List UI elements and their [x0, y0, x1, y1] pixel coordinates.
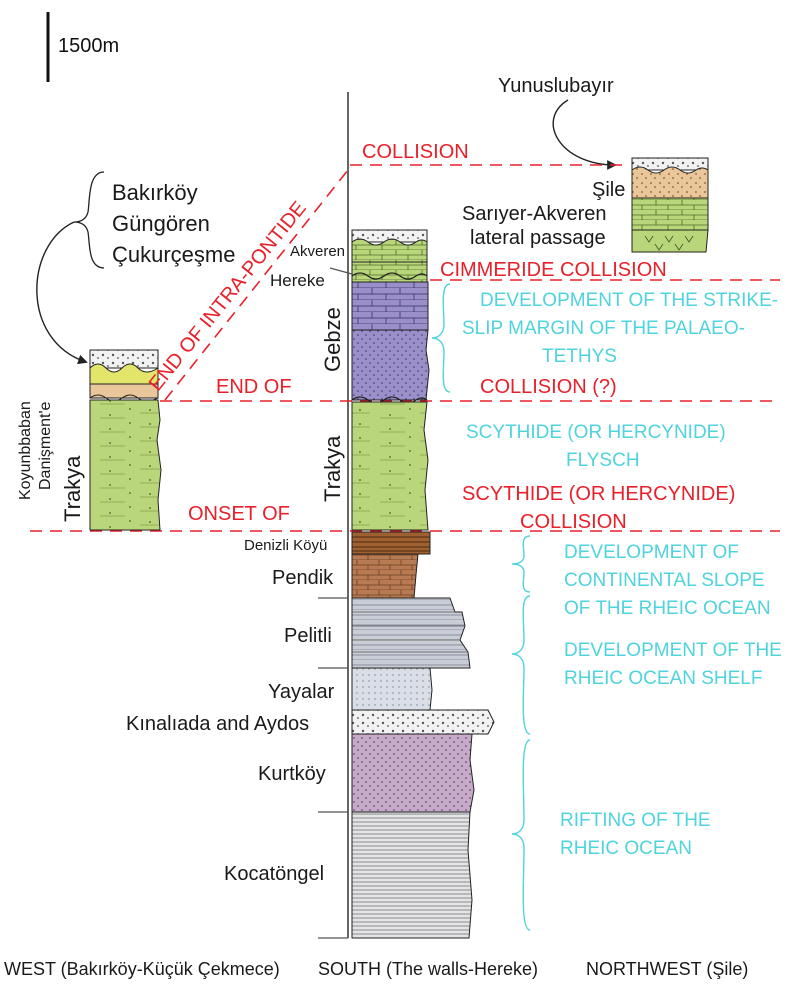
label-shelf-1: DEVELOPMENT OF THE [564, 640, 782, 661]
locality-cukurcesme: Çukurçeşme [112, 242, 235, 267]
label-collision-q: COLLISION (?) [480, 376, 617, 398]
dashed-diagonal [164, 164, 353, 401]
label-shelf-2: RHEIC OCEAN SHELF [564, 668, 762, 689]
location-yunuslubayir: Yunuslubayır [498, 75, 614, 97]
unit-kinaliada: Kınalıada and Aydos [126, 713, 309, 735]
northwest-column [631, 157, 709, 253]
label-slope-3: OF THE RHEIC OCEAN [564, 598, 771, 619]
west-vertical-label-1: Koyunbbaban [17, 401, 34, 500]
locality-gungoren: Güngören [112, 211, 210, 236]
locality-bakirkoy: Bakırköy [112, 180, 198, 205]
unit-kurtkoy: Kurtköy [258, 763, 326, 785]
west-vertical-label-2: Danişment'e [37, 401, 54, 490]
unit-denizli: Denizli Köyü [244, 537, 327, 554]
unit-yayalar: Yayalar [268, 681, 335, 703]
west-trakya-label: Trakya [60, 455, 85, 522]
unit-pelitli: Pelitli [284, 625, 332, 647]
label-flysch-2: FLYSCH [566, 450, 640, 471]
scale-label: 1500m [58, 35, 119, 57]
arrow-to-west-column [36, 221, 88, 365]
locality-brace [73, 171, 105, 269]
unit-sariyer-1: Sarıyer-Akveren [462, 203, 607, 225]
unit-trakya: Trakya [320, 435, 345, 502]
west-column [89, 349, 162, 531]
label-rift-1: RIFTING OF THE [560, 810, 711, 831]
label-scythide-1: SCYTHIDE (OR HERCYNIDE) [462, 483, 735, 505]
label-rift-2: RHEIC OCEAN [560, 838, 692, 859]
label-collision: COLLISION [362, 141, 469, 163]
label-cimmeride: CIMMERIDE COLLISION [440, 259, 667, 281]
arrow-to-sile [552, 99, 617, 170]
unit-sile: Şile [592, 179, 625, 201]
unit-pendik: Pendik [272, 567, 334, 589]
footer-west: WEST (Bakırköy-Küçük Çekmece) [4, 959, 280, 979]
south-column [351, 229, 495, 939]
unit-hereke: Hereke [270, 271, 325, 290]
label-flysch-1: SCYTHIDE (OR HERCYNIDE) [466, 422, 726, 443]
footer-south: SOUTH (The walls-Hereke) [318, 959, 538, 979]
label-strike-3: TETHYS [542, 346, 617, 367]
label-slope-2: CONTINENTAL SLOPE [564, 570, 765, 591]
label-strike-1: DEVELOPMENT OF THE STRIKE- [480, 290, 778, 311]
south-ticks [318, 267, 353, 939]
footer-northwest: NORTHWEST (Şile) [586, 959, 748, 979]
cyan-braces [431, 283, 531, 931]
label-end-of: END OF [216, 376, 292, 398]
unit-gebze: Gebze [320, 307, 345, 372]
unit-kocatongel: Kocatöngel [224, 863, 324, 885]
label-strike-2: SLIP MARGIN OF THE PALAEO- [462, 318, 745, 339]
label-scythide-2: COLLISION [520, 511, 627, 533]
label-slope-1: DEVELOPMENT OF [564, 542, 739, 563]
label-onset-of: ONSET OF [188, 503, 290, 525]
unit-sariyer-2: lateral passage [470, 227, 606, 249]
unit-akveren: Akveren [290, 243, 345, 260]
